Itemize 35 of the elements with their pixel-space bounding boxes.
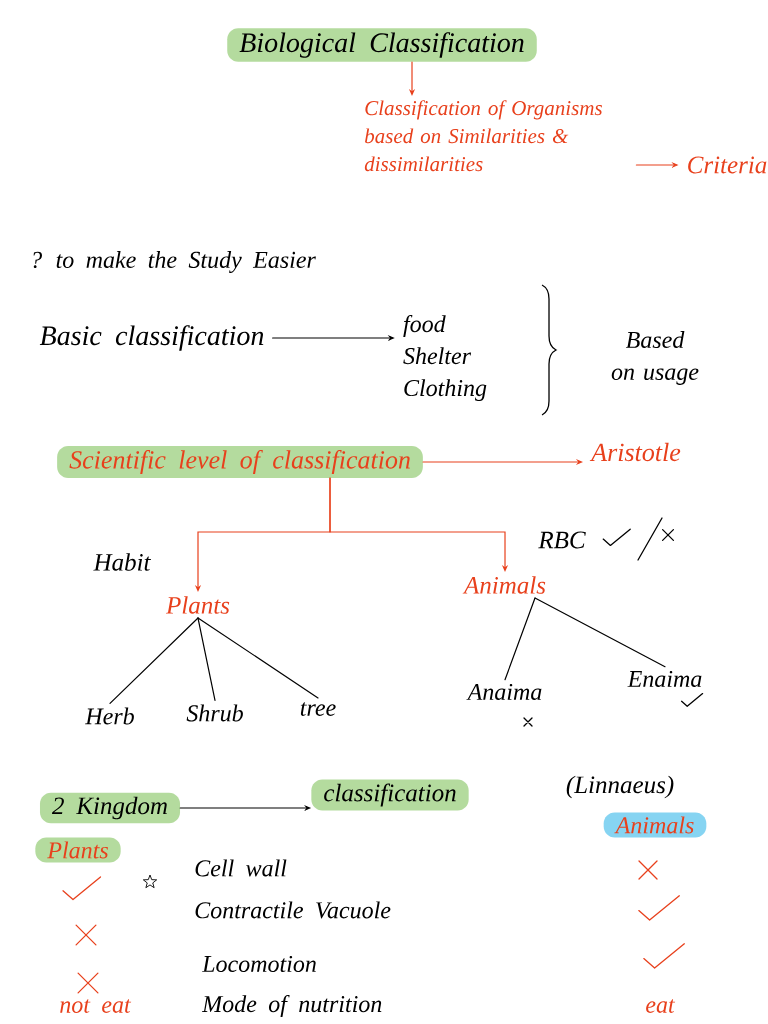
note-text: RBC — [538, 531, 586, 549]
column-heading: Animals — [603, 812, 707, 838]
note-text: Basic classification — [39, 325, 264, 351]
list-text: food Shelter Clothing — [403, 315, 487, 401]
leaf-label: Anaima — [466, 683, 542, 701]
note-text: Criteria — [688, 156, 767, 174]
row-text: Cell wall — [195, 859, 287, 877]
branch-line — [197, 617, 319, 699]
leaf-label: Enaima — [627, 670, 702, 688]
branch-line — [534, 597, 666, 668]
note-text: Aristotle — [589, 442, 681, 462]
leaf-label: Shrub — [186, 704, 243, 722]
column-heading: Plants — [35, 837, 121, 863]
arrow — [329, 477, 509, 572]
branch-line — [504, 597, 536, 681]
highlighted-heading: Scientific level of classification — [57, 446, 423, 478]
row-text: Contractile Vacuole — [195, 901, 391, 919]
leaf-label: Herb — [85, 707, 134, 725]
note-text: Based on usage — [611, 331, 699, 385]
leaf-label: tree — [300, 702, 336, 716]
note-text: (Linnaeus) — [566, 775, 674, 799]
highlighted-heading: Biological Classification — [227, 28, 537, 62]
branch-line — [197, 617, 216, 701]
highlighted-heading: classification — [311, 779, 469, 811]
note-text: Classification of Organisms based on Similarities & dissimilarities — [364, 100, 602, 172]
row-text: Locomotion — [201, 955, 316, 973]
branch-line — [109, 617, 199, 704]
answer-text: not eat — [60, 999, 132, 1013]
row-text: Mode of nutrition — [201, 995, 382, 1017]
note-text: Habit — [93, 553, 151, 571]
note-text: ? to make the Study Easier — [33, 251, 316, 273]
category-label: Animals — [462, 576, 546, 594]
highlighted-heading: 2 Kingdom — [40, 792, 181, 824]
answer-text: eat — [646, 999, 676, 1013]
category-label: Plants — [165, 596, 230, 614]
